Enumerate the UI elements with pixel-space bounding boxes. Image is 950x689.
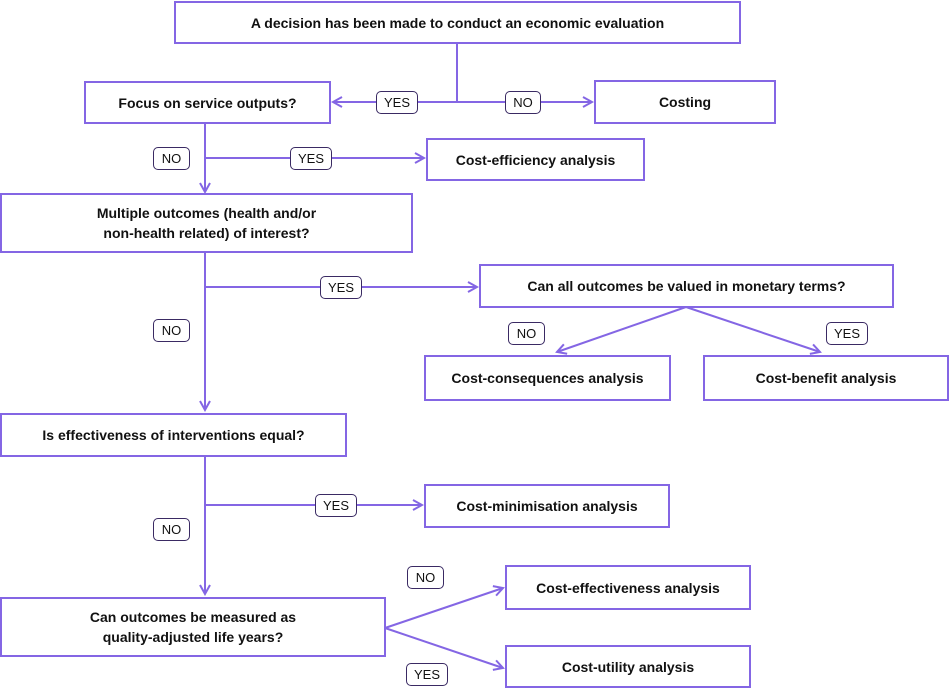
node-effectiveness-equal: Is effectiveness of interventions equal? <box>0 413 347 457</box>
node-cost-benefit-analysis: Cost-benefit analysis <box>703 355 949 401</box>
connector-no-to-cost-consequences <box>557 306 687 352</box>
tag-yes-cost-benefit: YES <box>826 322 868 345</box>
tag-yes-cost-utility: YES <box>406 663 448 686</box>
connector-yes-to-cost-benefit <box>685 306 820 352</box>
tag-yes-focus: YES <box>376 91 418 114</box>
node-cost-effectiveness-analysis: Cost-effectiveness analysis <box>505 565 751 610</box>
tag-yes-monetary: YES <box>320 276 362 299</box>
tag-no-cost-consequences: NO <box>508 322 545 345</box>
tag-yes-cost-minimisation: YES <box>315 494 357 517</box>
node-start-decision: A decision has been made to conduct an e… <box>174 1 741 44</box>
tag-yes-cost-efficiency: YES <box>290 147 332 170</box>
node-qaly-question: Can outcomes be measured as quality-adju… <box>0 597 386 657</box>
node-costing: Costing <box>594 80 776 124</box>
connector-no-to-cost-effectiveness <box>384 588 503 629</box>
tag-no-focus: NO <box>153 147 190 170</box>
node-cost-minimisation-analysis: Cost-minimisation analysis <box>424 484 670 528</box>
node-focus-service-outputs: Focus on service outputs? <box>84 81 331 124</box>
node-cost-utility-analysis: Cost-utility analysis <box>505 645 751 688</box>
tag-no-cost-effectiveness: NO <box>407 566 444 589</box>
tag-no-multiple: NO <box>153 319 190 342</box>
tag-no-costing: NO <box>505 91 541 114</box>
node-multiple-outcomes: Multiple outcomes (health and/or non-hea… <box>0 193 413 253</box>
node-monetary-terms: Can all outcomes be valued in monetary t… <box>479 264 894 308</box>
node-cost-efficiency-analysis: Cost-efficiency analysis <box>426 138 645 181</box>
tag-no-effectiveness: NO <box>153 518 190 541</box>
connector-yes-to-cost-utility <box>384 627 503 668</box>
node-cost-consequences-analysis: Cost-consequences analysis <box>424 355 671 401</box>
